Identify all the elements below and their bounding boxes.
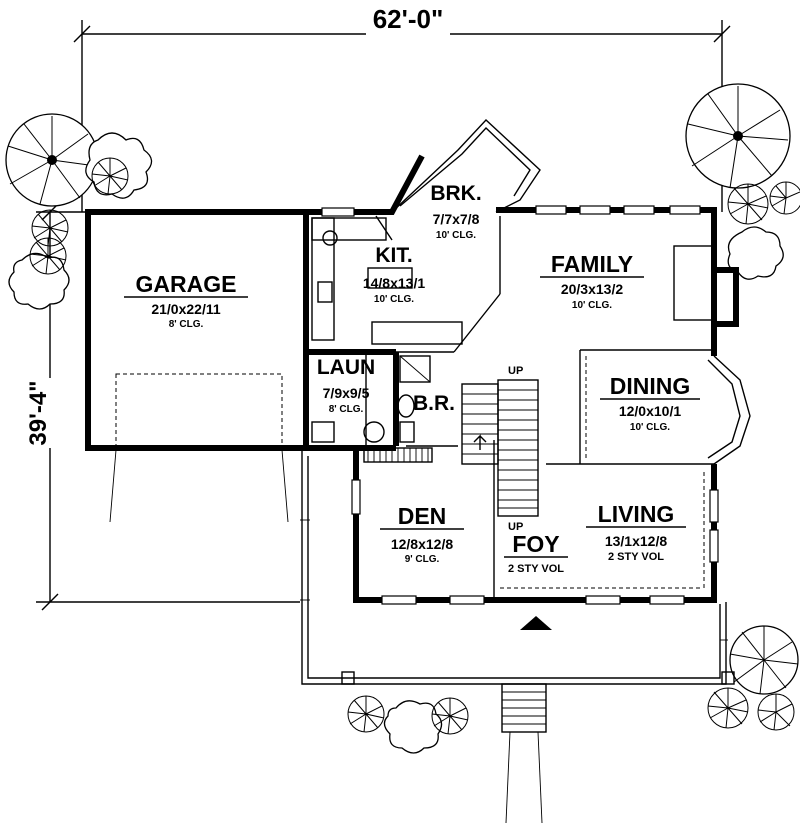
svg-text:DINING: DINING [610,373,691,399]
stairs: UP UP [461,365,539,533]
tree-icon [5,113,99,207]
laundry-fixtures [311,394,433,463]
svg-text:7/9x9/5: 7/9x9/5 [323,385,370,401]
width-label: 62'-0" [373,4,444,34]
svg-text:14/8x13/1: 14/8x13/1 [363,275,425,291]
tree-icon [727,181,800,280]
room-garage: GARAGE 21/0x22/11 8' CLG. [124,271,248,330]
svg-text:KIT.: KIT. [375,244,412,267]
svg-text:BRK.: BRK. [430,182,481,205]
svg-text:12/8x12/8: 12/8x12/8 [391,536,453,552]
svg-text:2 STY VOL: 2 STY VOL [508,563,564,575]
room-kit: KIT. 14/8x13/1 10' CLG. [363,244,425,305]
depth-label: 39'-4" [25,380,52,445]
svg-text:10' CLG.: 10' CLG. [630,422,670,433]
svg-text:FOY: FOY [512,531,559,557]
stair-up-bottom-label: UP [508,521,523,533]
tree-icon [29,157,129,275]
room-den: DEN 12/8x12/8 9' CLG. [380,503,464,565]
svg-text:20/3x13/2: 20/3x13/2 [561,281,623,297]
svg-text:13/1x12/8: 13/1x12/8 [605,533,667,549]
svg-text:10' CLG.: 10' CLG. [436,230,476,241]
svg-text:2 STY VOL: 2 STY VOL [608,551,664,563]
windows [321,205,719,605]
shrub-icon [8,132,153,310]
room-br: B.R. [413,392,455,415]
room-foy: FOY 2 STY VOL [504,531,568,575]
svg-text:DEN: DEN [398,503,447,529]
svg-text:LIVING: LIVING [598,501,675,527]
svg-text:FAMILY: FAMILY [551,251,633,277]
room-laun: LAUN 7/9x9/5 8' CLG. [317,356,375,415]
tree-icon [685,83,791,189]
closet-rod [363,447,433,463]
tree-icon [707,625,799,731]
svg-text:12/0x10/1: 12/0x10/1 [619,403,681,419]
room-family: FAMILY 20/3x13/2 10' CLG. [540,251,644,311]
svg-text:8' CLG.: 8' CLG. [329,404,364,415]
width-dimension: 62'-0" [73,4,731,212]
entry-arrow-icon [520,616,552,630]
room-dining: DINING 12/0x10/1 10' CLG. [600,373,700,433]
room-living: LIVING 13/1x12/8 2 STY VOL [586,501,686,563]
svg-text:10' CLG.: 10' CLG. [572,300,612,311]
svg-text:7/7x7/8: 7/7x7/8 [433,211,480,227]
room-brk: BRK. 7/7x7/8 10' CLG. [430,182,481,241]
svg-text:10' CLG.: 10' CLG. [374,294,414,305]
garage [85,209,309,523]
front-walk [501,683,547,823]
svg-text:9' CLG.: 9' CLG. [405,554,440,565]
svg-text:GARAGE: GARAGE [136,271,237,297]
interior-walls [306,216,714,600]
svg-text:8' CLG.: 8' CLG. [169,319,204,330]
shrub-icon [347,695,469,754]
front-porch [300,450,735,685]
depth-dimension: 39'-4" [25,203,300,611]
svg-text:B.R.: B.R. [413,392,455,415]
svg-text:21/0x22/11: 21/0x22/11 [151,301,221,317]
svg-text:LAUN: LAUN [317,356,375,379]
stair-up-top-label: UP [508,365,523,377]
kitchen-fixtures [311,215,463,383]
